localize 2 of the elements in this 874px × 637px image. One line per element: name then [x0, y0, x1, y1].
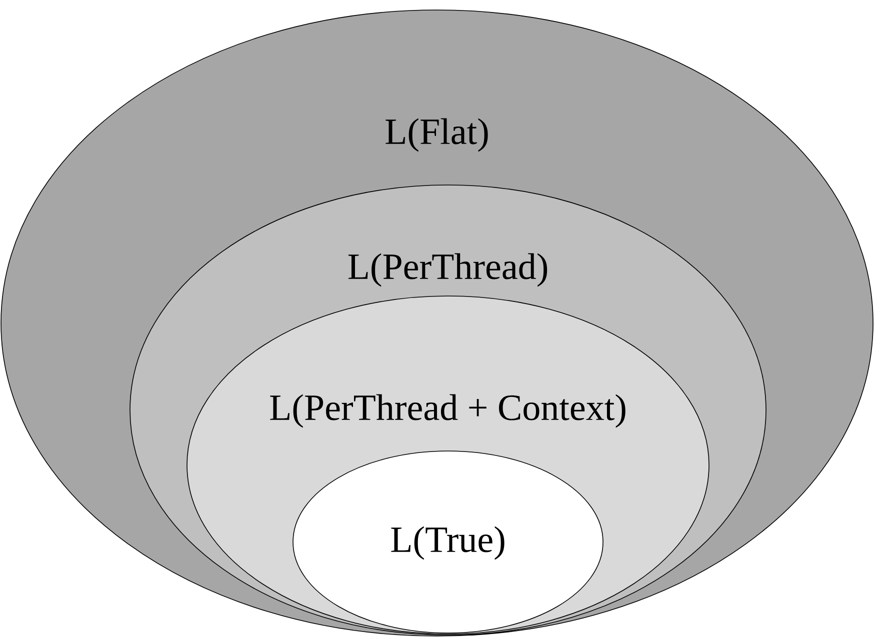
node-label: L(True) — [391, 526, 504, 560]
ellipse-region: L(True) — [292, 450, 604, 634]
